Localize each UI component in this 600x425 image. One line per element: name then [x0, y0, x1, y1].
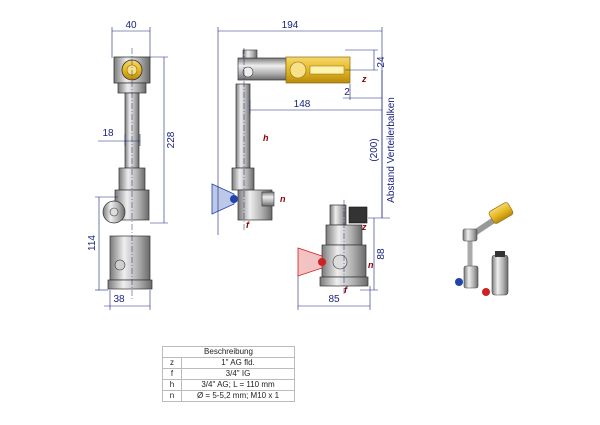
- dim-2: 2: [344, 87, 350, 98]
- side-view: [211, 48, 351, 232]
- callout-n-side: n: [280, 194, 286, 204]
- legend-key: f: [162, 368, 182, 380]
- lower-view: [297, 200, 369, 296]
- callout-z-top: z: [361, 74, 367, 84]
- legend-table: Beschreibung z 1" AG fld. f 3/4" IG h 3/…: [162, 346, 295, 402]
- front-view: [102, 48, 153, 300]
- front-view-dimensions: [95, 27, 168, 310]
- callout-z-lower: z: [361, 222, 367, 232]
- dim-148: 148: [294, 99, 311, 110]
- dim-200: (200): [369, 138, 380, 161]
- dim-85: 85: [328, 294, 340, 305]
- callout-f-side: f: [246, 220, 250, 230]
- dim-228: 228: [166, 131, 177, 148]
- dim-38: 38: [113, 294, 125, 305]
- dim-88: 88: [376, 248, 387, 260]
- legend-value: 3/4" IG: [181, 368, 295, 380]
- dim-24: 24: [376, 56, 387, 68]
- dim-18: 18: [102, 128, 114, 139]
- legend-row: h 3/4" AG; L = 110 mm: [162, 379, 295, 391]
- legend-row: n Ø = 5-5,2 mm; M10 x 1: [162, 390, 295, 402]
- legend-row: f 3/4" IG: [162, 368, 295, 380]
- dim-40: 40: [125, 20, 137, 31]
- legend-key: n: [162, 390, 182, 402]
- legend-title: Beschreibung: [162, 346, 295, 358]
- side-view-dimensions: [217, 27, 390, 291]
- legend-value: 3/4" AG; L = 110 mm: [181, 379, 295, 391]
- legend-key: h: [162, 379, 182, 391]
- callout-h: h: [263, 133, 269, 143]
- legend-row: z 1" AG fld.: [162, 357, 295, 369]
- legend-value: 1" AG fld.: [181, 357, 295, 369]
- legend-key: z: [162, 357, 182, 369]
- legend-value: Ø = 5-5,2 mm; M10 x 1: [181, 390, 295, 402]
- lower-view-dimensions: [297, 276, 371, 310]
- product-3d-illustration: [455, 202, 514, 296]
- dim-194: 194: [282, 20, 299, 31]
- dim-114: 114: [87, 235, 98, 251]
- label-abstand-verteilerbalken: Abstand Verteilerbalken: [386, 97, 397, 203]
- callout-n-lower: n: [368, 260, 374, 270]
- callout-f-lower: f: [344, 285, 348, 295]
- legend-header-row: Beschreibung: [162, 346, 295, 358]
